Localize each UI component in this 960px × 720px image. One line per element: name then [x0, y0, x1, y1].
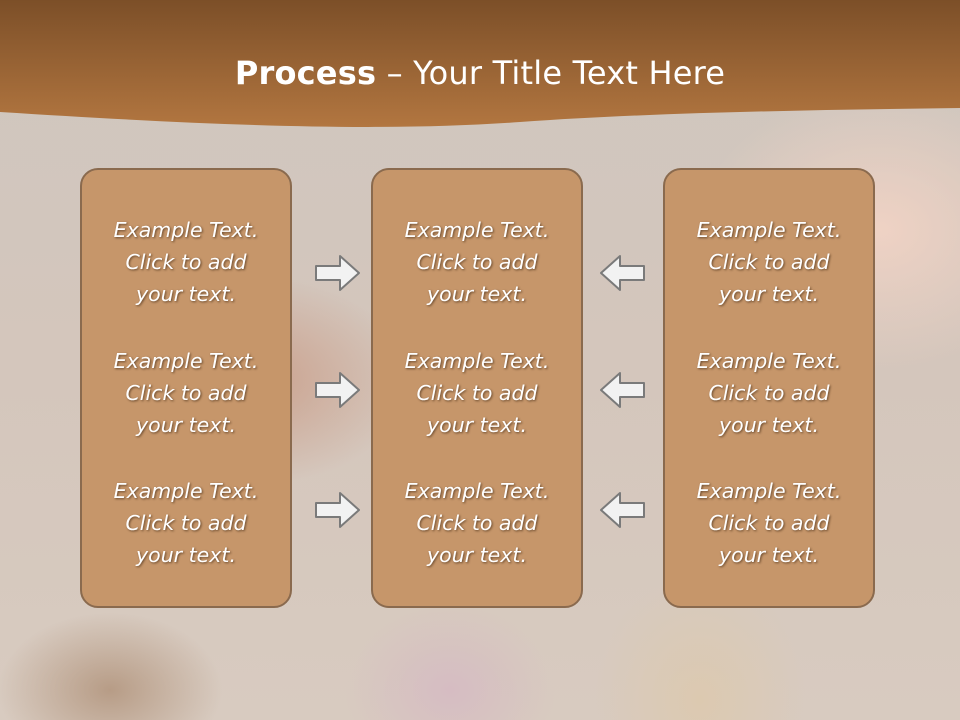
title-bold: Process [234, 54, 377, 92]
arrow-right-icon [315, 492, 360, 528]
text-placeholder[interactable]: Example Text. Click to add your text. [113, 479, 259, 568]
text-placeholder[interactable]: Example Text. Click to add your text. [113, 218, 259, 306]
slide-title[interactable]: Process – Your Title Text Here [0, 54, 960, 92]
arrow-right-icon [315, 372, 360, 408]
process-box-center: Example Text. Click to add your text. Ex… [371, 168, 583, 608]
text-placeholder[interactable]: Example Text. Click to add your text. [404, 479, 550, 568]
arrow-right-icon [315, 255, 360, 291]
text-placeholder[interactable]: Example Text. Click to add your text. [113, 348, 259, 437]
header-band [0, 0, 960, 127]
text-placeholder[interactable]: Example Text. Click to add your text. [404, 218, 550, 306]
text-placeholder[interactable]: Example Text. Click to add your text. [696, 479, 842, 568]
process-box-right: Example Text. Click to add your text. Ex… [663, 168, 875, 608]
text-placeholder[interactable]: Example Text. Click to add your text. [696, 348, 842, 437]
text-placeholder[interactable]: Example Text. Click to add your text. [404, 348, 550, 437]
title-rest: – Your Title Text Here [376, 54, 726, 92]
arrow-left-icon [600, 492, 645, 528]
text-placeholder[interactable]: Example Text. Click to add your text. [696, 218, 842, 306]
arrow-left-icon [600, 372, 645, 408]
arrow-left-icon [600, 255, 645, 291]
process-box-left: Example Text. Click to add your text. Ex… [80, 168, 292, 608]
